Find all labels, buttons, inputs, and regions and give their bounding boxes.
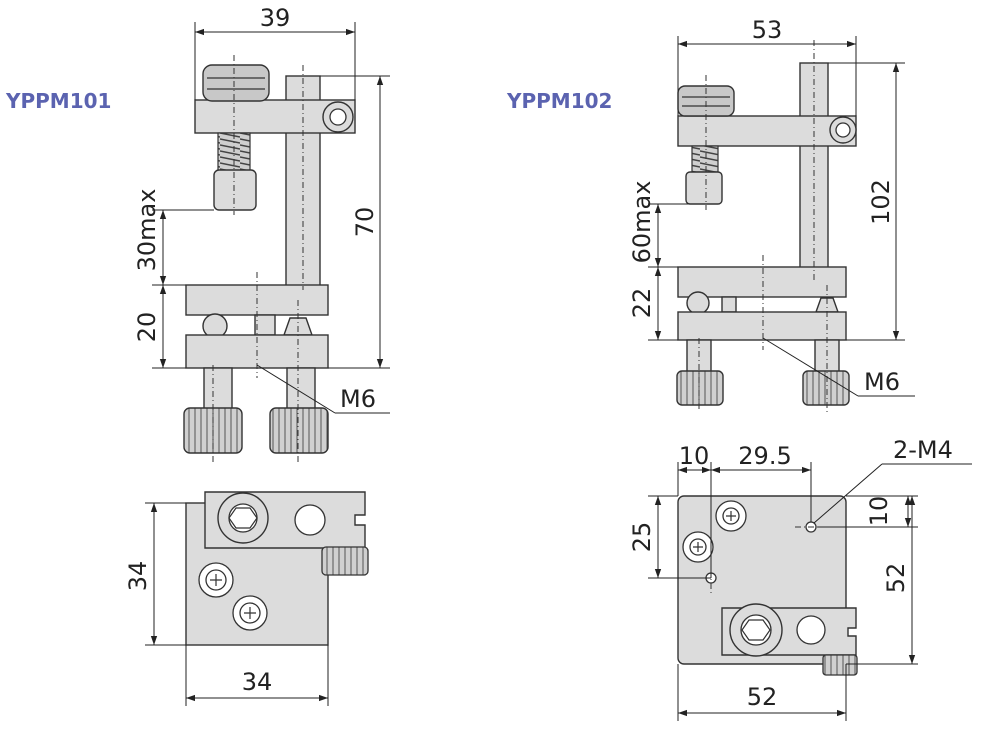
dim-70: 70 (351, 207, 379, 238)
yppm101-top-view (185, 491, 369, 646)
dim-22: 22 (628, 288, 656, 319)
callout-m6: M6 (864, 368, 900, 396)
dim-30max: 30max (133, 189, 161, 272)
dim-10-vertical: 10 (865, 496, 893, 527)
model-label-yppm101: YPPM101 (5, 89, 111, 113)
yppm102-side-dimensions: 53 102 60max 22 M6 (628, 16, 915, 397)
knurled-knob-right (802, 370, 850, 406)
dim-39: 39 (260, 4, 291, 32)
lower-jaw (677, 311, 847, 341)
callout-2-m4: 2-M4 (893, 436, 953, 464)
knurled-knob-right (269, 407, 329, 454)
dim-102: 102 (867, 179, 895, 225)
dim-53: 53 (752, 16, 783, 44)
yppm102-top-view (677, 495, 858, 676)
callout-m6: M6 (340, 385, 376, 413)
shaft-right (286, 367, 316, 411)
stud (254, 314, 276, 336)
ball (686, 291, 710, 315)
knurled-knob-left (676, 370, 724, 406)
model-label-yppm102: YPPM102 (506, 89, 612, 113)
dim-34-vertical: 34 (124, 561, 152, 592)
side-knob (321, 546, 369, 576)
side-knob (822, 654, 858, 676)
shaft-left (203, 367, 233, 411)
yppm102-top-dimensions: 10 29.5 2-M4 25 10 52 52 (628, 436, 972, 721)
spring (691, 145, 719, 173)
dim-20: 20 (133, 312, 161, 343)
yppm101-side-dimensions: 39 70 30max 20 M6 (133, 4, 390, 414)
dim-10-horizontal: 10 (679, 442, 710, 470)
dim-29-5: 29.5 (738, 442, 791, 470)
yppm101-top-dimensions: 34 34 (124, 502, 329, 706)
upper-arm (677, 115, 857, 147)
yppm101-side-view (183, 55, 356, 462)
stud (721, 296, 737, 313)
yppm102-side-view (676, 40, 857, 412)
dim-25: 25 (628, 522, 656, 553)
plunger (213, 169, 257, 211)
dim-52-horizontal: 52 (747, 683, 778, 711)
plunger (685, 171, 723, 205)
dim-60max: 60max (628, 181, 656, 264)
dim-34-horizontal: 34 (242, 668, 273, 696)
top-knob (202, 64, 270, 102)
dim-52-vertical: 52 (882, 563, 910, 594)
upper-jaw (677, 266, 847, 298)
